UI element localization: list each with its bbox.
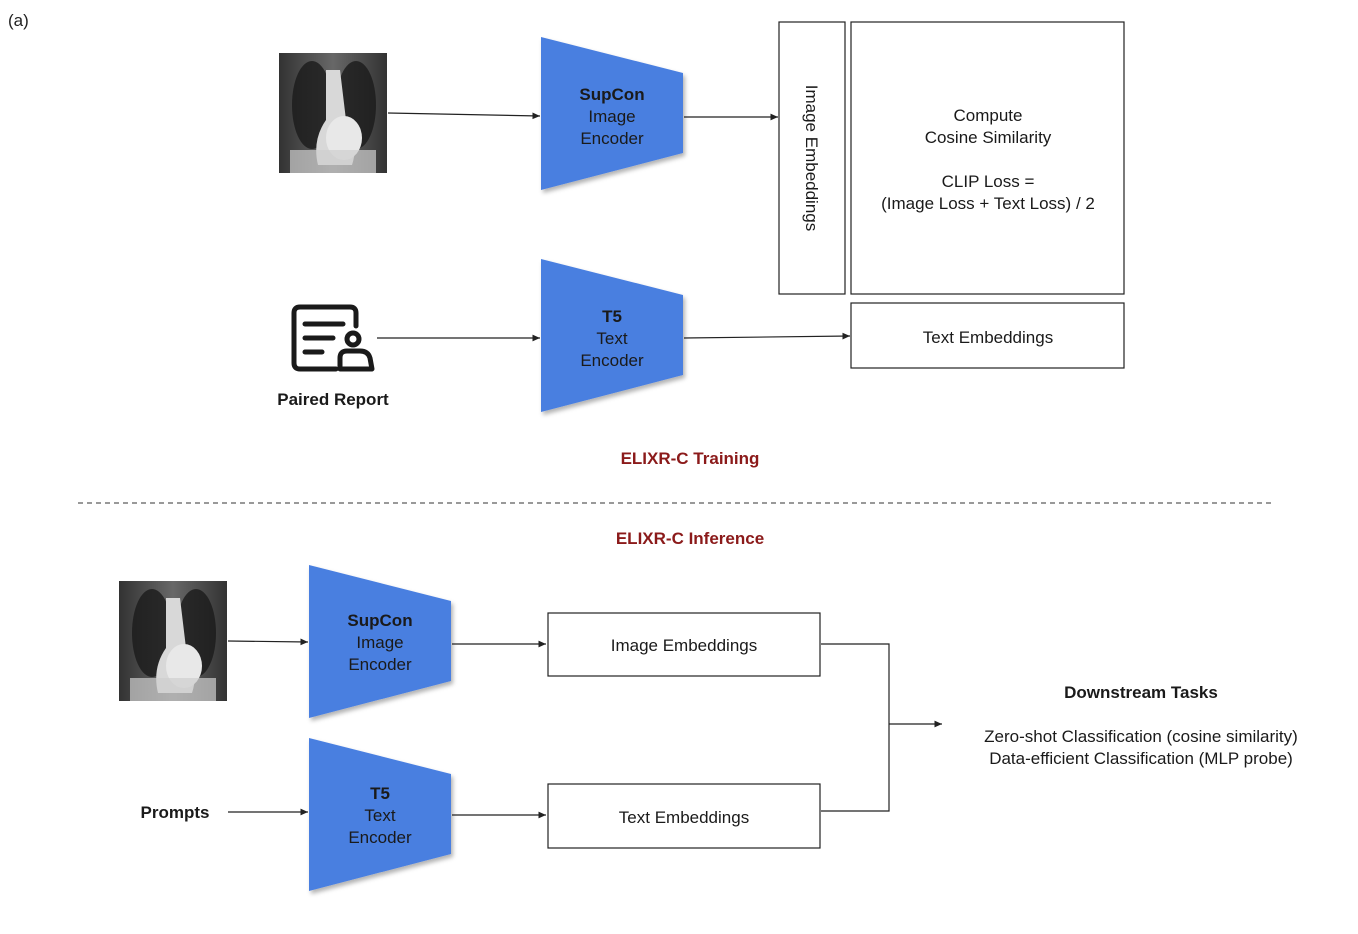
cosine-similarity-box: Compute Cosine Similarity CLIP Loss = (I…	[850, 21, 1125, 295]
training-title: ELIXR-C Training	[621, 449, 760, 468]
svg-text:Compute: Compute	[954, 106, 1023, 125]
downstream-task-2: Data-efficient Classification (MLP probe…	[989, 749, 1293, 768]
xray-image-inference	[119, 581, 227, 701]
xray-image-training	[279, 53, 387, 173]
svg-text:Text: Text	[596, 329, 627, 348]
text-embeddings-box-inference: Text Embeddings	[547, 783, 821, 849]
text-encoder-inference: T5 Text Encoder	[309, 738, 451, 891]
svg-text:Encoder: Encoder	[348, 828, 412, 847]
svg-text:SupCon: SupCon	[579, 85, 644, 104]
inference-title: ELIXR-C Inference	[616, 529, 764, 548]
svg-text:Image: Image	[588, 107, 635, 126]
svg-text:Image Embeddings: Image Embeddings	[802, 85, 821, 231]
svg-text:T5: T5	[602, 307, 622, 326]
svg-text:SupCon: SupCon	[347, 611, 412, 630]
image-encoder-inference: SupCon Image Encoder	[309, 565, 451, 718]
svg-text:Image Embeddings: Image Embeddings	[611, 636, 757, 655]
text-encoder-training: T5 Text Encoder	[541, 259, 683, 412]
arrow-xray-to-image-encoder-inference	[227, 638, 309, 646]
image-embeddings-box-inference: Image Embeddings	[547, 612, 821, 677]
image-embeddings-vertical-box: Image Embeddings	[778, 21, 846, 295]
text-embeddings-box-training: Text Embeddings	[850, 302, 1125, 369]
svg-text:(Image Loss + Text Loss) / 2: (Image Loss + Text Loss) / 2	[881, 194, 1095, 213]
svg-text:Encoder: Encoder	[580, 129, 644, 148]
svg-text:Cosine Similarity: Cosine Similarity	[925, 128, 1052, 147]
svg-text:Image: Image	[356, 633, 403, 652]
svg-text:Text Embeddings: Text Embeddings	[619, 808, 749, 827]
svg-text:Text Embeddings: Text Embeddings	[923, 328, 1053, 347]
report-user-icon	[291, 304, 375, 372]
merge-connector	[821, 643, 942, 812]
image-encoder-training: SupCon Image Encoder	[541, 37, 683, 190]
svg-text:CLIP Loss =: CLIP Loss =	[942, 172, 1035, 191]
downstream-task-1: Zero-shot Classification (cosine similar…	[984, 727, 1298, 746]
paired-report-label: Paired Report	[277, 390, 389, 409]
panel-label: (a)	[8, 11, 29, 30]
svg-text:T5: T5	[370, 784, 390, 803]
downstream-title: Downstream Tasks	[1064, 683, 1218, 702]
downstream-tasks: Downstream Tasks Zero-shot Classificatio…	[984, 683, 1298, 768]
svg-text:Encoder: Encoder	[348, 655, 412, 674]
svg-text:Text: Text	[364, 806, 395, 825]
prompts-label: Prompts	[141, 803, 210, 822]
arrow-text-encoder-to-embeddings	[683, 332, 851, 340]
svg-text:Encoder: Encoder	[580, 351, 644, 370]
arrow-xray-to-image-encoder	[387, 112, 541, 120]
